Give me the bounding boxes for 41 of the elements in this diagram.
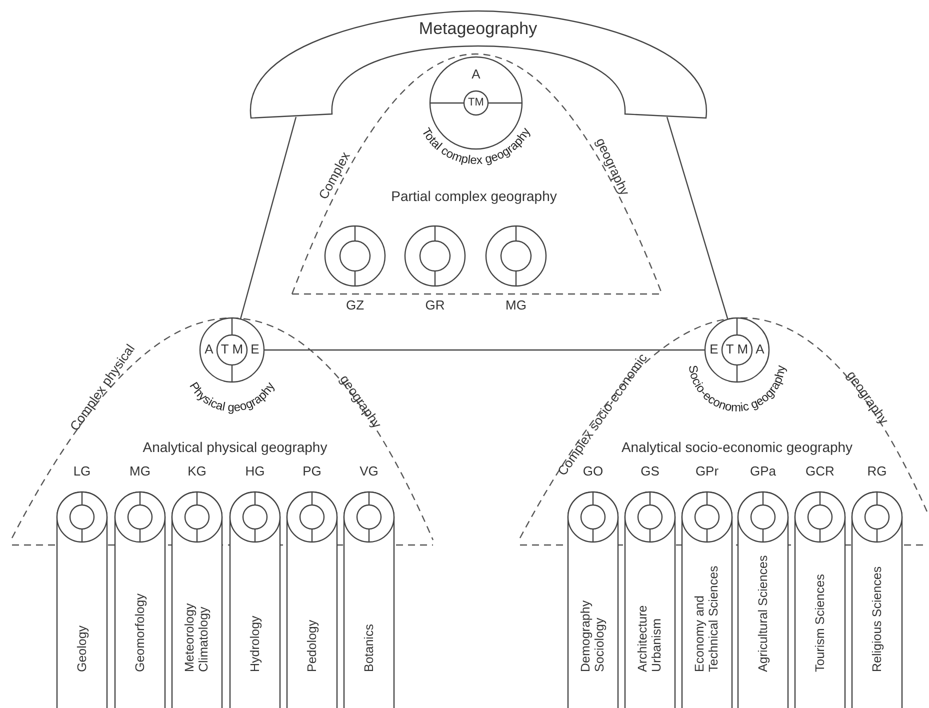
- ring-code-label: GR: [425, 298, 445, 314]
- discipline-label: Hydrology: [248, 614, 262, 672]
- column-code: GS: [640, 464, 660, 480]
- connector-line: [666, 116, 728, 320]
- circle-letter: A: [472, 68, 480, 83]
- column-code: VG: [360, 464, 378, 480]
- circle-letter: E: [250, 342, 260, 358]
- discipline-label: Economy and Technical Sciences: [692, 564, 722, 672]
- column-code: KG: [188, 464, 206, 480]
- circle-letter: A: [756, 342, 764, 358]
- discipline-label: Agricultural Sciences: [756, 554, 770, 672]
- circle-letter: E: [710, 342, 718, 358]
- discipline-label: Geomorfology: [132, 592, 148, 672]
- column-code: GCR: [806, 464, 834, 480]
- column-code: RG: [867, 464, 887, 480]
- circle-letter: T M: [726, 342, 748, 358]
- section-heading: Analytical socio-economic geography: [621, 438, 853, 456]
- discipline-label: Religious Sciences: [870, 565, 884, 672]
- discipline-label: Meteorology Climatology: [182, 602, 212, 672]
- discipline-label: Demography Sociology: [578, 599, 608, 672]
- connector-line: [264, 349, 705, 351]
- column-code: GPr: [695, 464, 719, 480]
- column-code: LG: [73, 464, 91, 480]
- circle-letter: A: [204, 342, 214, 358]
- ring-code-label: GZ: [346, 298, 364, 314]
- discipline-label: Pedology: [304, 618, 320, 672]
- discipline-label: Tourism Sciences: [812, 573, 828, 672]
- node-title: Metageography: [418, 19, 538, 39]
- discipline-label: Architecture Urbanism: [636, 604, 664, 672]
- ring-code-label: MG: [506, 298, 526, 314]
- column-code: PG: [302, 464, 322, 480]
- section-heading: Analytical physical geography: [142, 438, 328, 456]
- circle-letter: TM: [468, 96, 484, 110]
- discipline-label: Geology: [74, 624, 90, 672]
- discipline-label: Botanics: [362, 623, 376, 672]
- column-code: MG: [130, 464, 150, 480]
- column-code: GPa: [750, 464, 776, 480]
- circle-letter: T M: [220, 342, 244, 358]
- column-code: HG: [245, 464, 265, 480]
- connector-line: [240, 116, 297, 320]
- section-heading: Partial complex geography: [391, 188, 557, 204]
